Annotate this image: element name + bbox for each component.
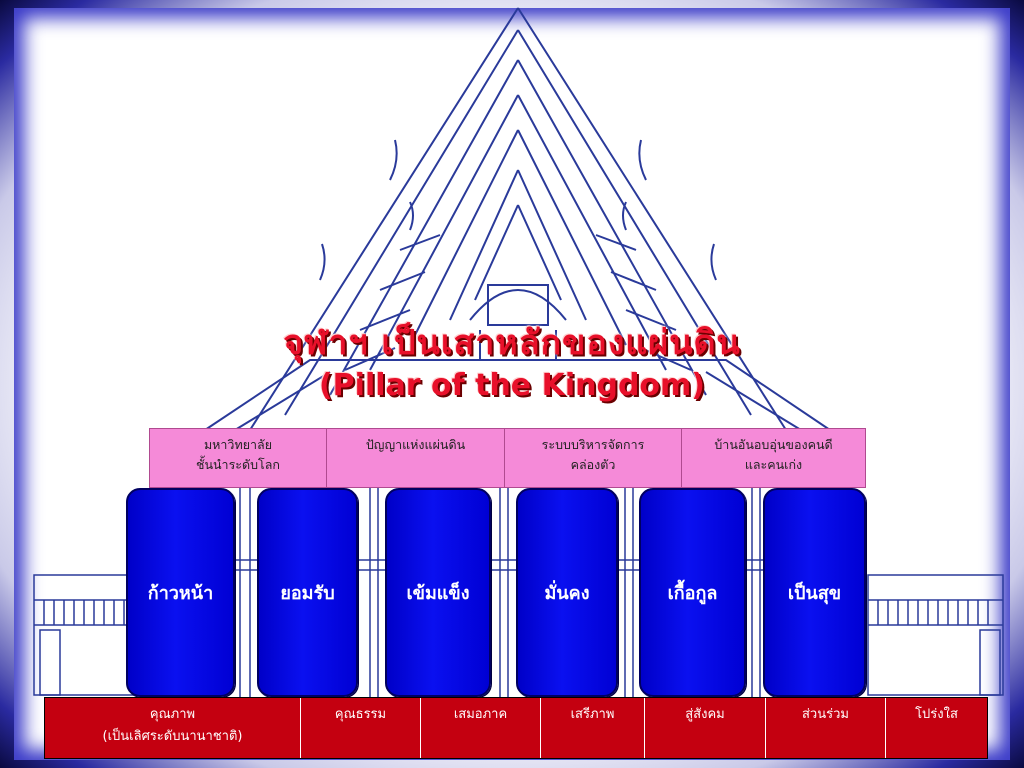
pillar-4: มั่นคง bbox=[516, 488, 618, 697]
top-goal-box: ปัญญาแห่งแผ่นดิน bbox=[327, 429, 505, 487]
foundation-box: คุณภาพ (เป็นเลิศระดับนานาชาติ) bbox=[45, 698, 301, 758]
pillar-3: เข้มแข็ง bbox=[385, 488, 491, 697]
title-english: (Pillar of the Kingdom) bbox=[318, 368, 706, 403]
foundation-box: โปร่งใส bbox=[886, 698, 987, 758]
pillar-2: ยอมรับ bbox=[257, 488, 358, 697]
foundation-box: คุณธรรม bbox=[301, 698, 421, 758]
foundation-box: ส่วนร่วม bbox=[766, 698, 886, 758]
foundation-row: คุณภาพ (เป็นเลิศระดับนานาชาติ) คุณธรรม เ… bbox=[44, 697, 988, 759]
pillar-1: ก้าวหน้า bbox=[126, 488, 235, 697]
title-thai: จุฬาฯ เป็นเสาหลักของแผ่นดิน bbox=[283, 323, 741, 363]
top-goal-box: มหาวิทยาลัย ชั้นนำระดับโลก bbox=[150, 429, 327, 487]
pillar-6: เป็นสุข bbox=[763, 488, 866, 697]
foundation-box: เสรีภาพ bbox=[541, 698, 645, 758]
pillar-5: เกื้อกูล bbox=[639, 488, 746, 697]
top-goals-row: มหาวิทยาลัย ชั้นนำระดับโลก ปัญญาแห่งแผ่น… bbox=[149, 428, 866, 488]
top-goal-box: บ้านอันอบอุ่นของคนดี และคนเก่ง bbox=[682, 429, 865, 487]
foundation-box: สู่สังคม bbox=[645, 698, 766, 758]
foundation-box: เสมอภาค bbox=[421, 698, 541, 758]
top-goal-box: ระบบบริหารจัดการ คล่องตัว bbox=[505, 429, 682, 487]
